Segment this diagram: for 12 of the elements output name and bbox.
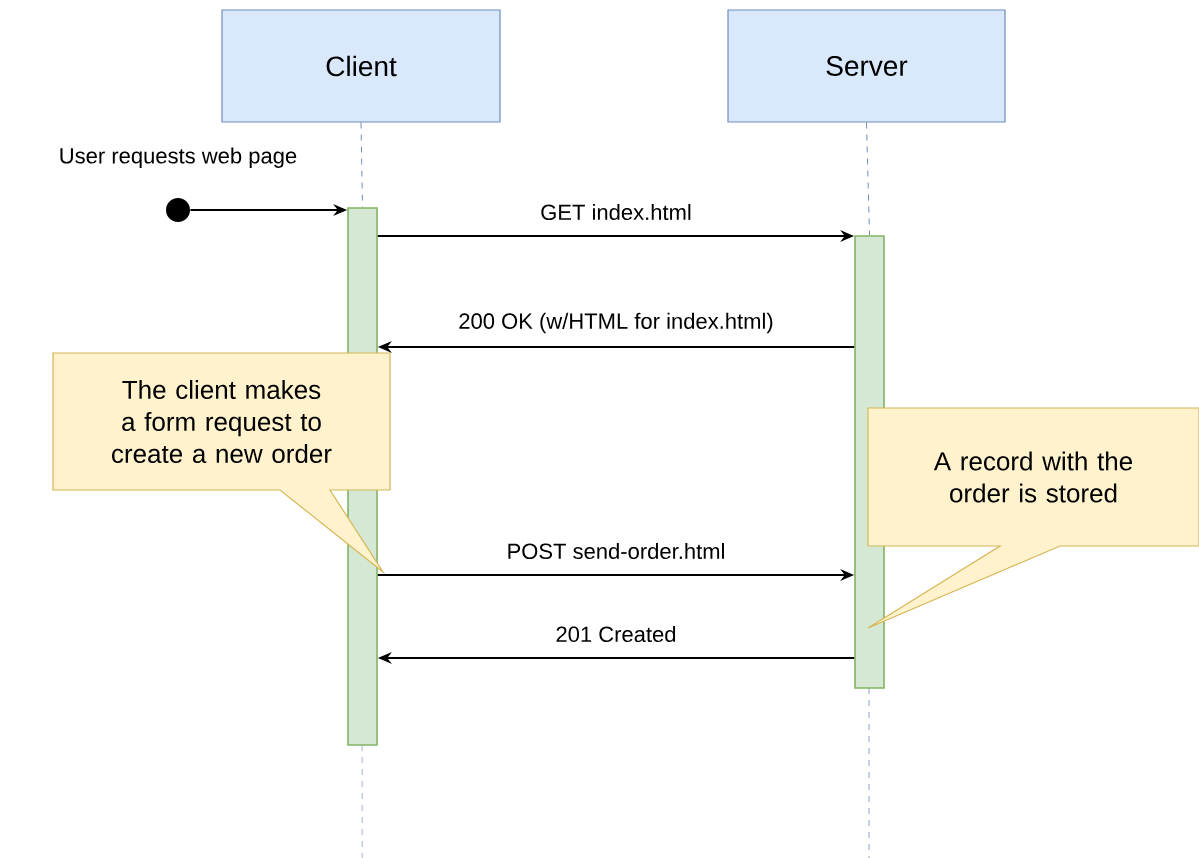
edge-label: POST send-order.html [508, 542, 724, 560]
start-dot [166, 198, 190, 222]
lifeline [360, 122, 363, 208]
edge-label: 201 Created [556, 625, 676, 643]
edge-label: 200 OK (w/HTML for index.html) [459, 312, 773, 334]
participant-box: Server [727, 9, 1006, 123]
participant-box: Client [221, 9, 501, 123]
callout: A record with the order is stored [867, 407, 1199, 629]
edge-label: GET index.html [541, 203, 691, 221]
start-label: User requests web page [60, 147, 297, 168]
lifeline [866, 122, 870, 236]
callout: The client makes a form request to create a new order [52, 352, 391, 575]
